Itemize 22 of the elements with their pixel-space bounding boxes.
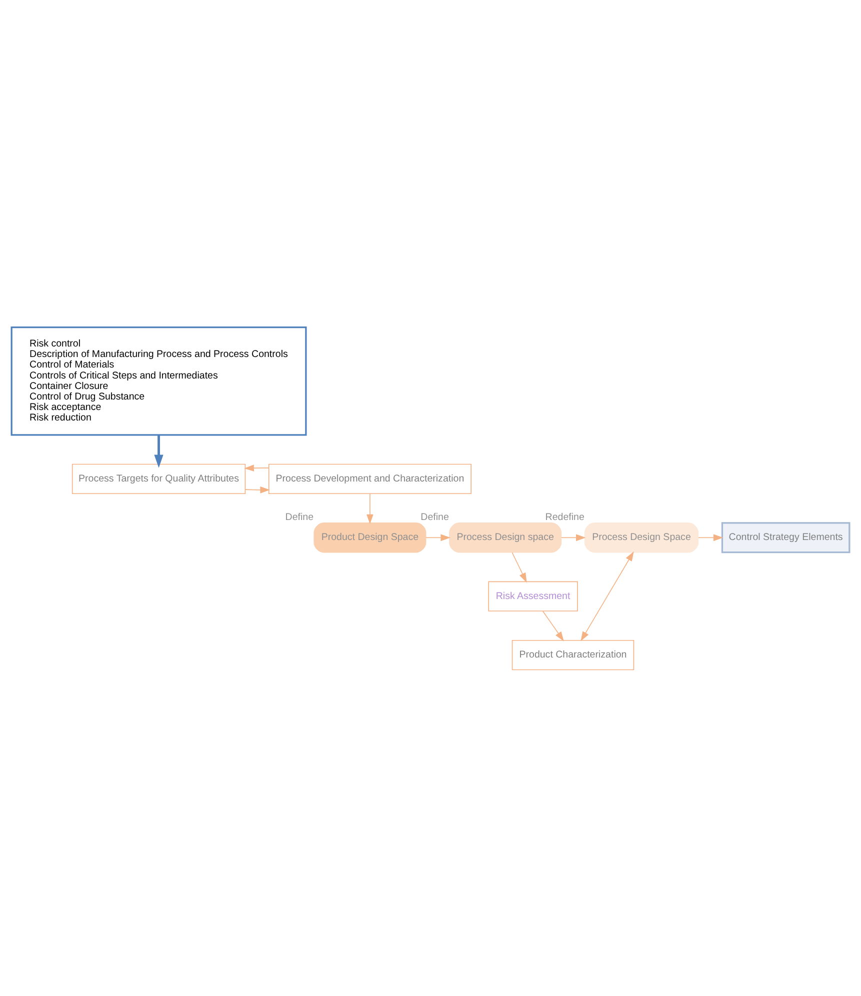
- arrow: [426, 534, 450, 541]
- arrow: [244, 464, 270, 471]
- node-box: Risk control Description of Manufacturing Process and Process Controls Control of Materials Controls of Critical Steps and Intermediates Container Closure Control of Drug Substance Risk acceptance Risk reduction: [10, 326, 307, 436]
- node-box: Product Design Space: [314, 522, 426, 552]
- node-box: Process Targets for Quality Attributes: [72, 463, 246, 494]
- arrow: [580, 550, 634, 641]
- arrow: [542, 610, 564, 641]
- node-box: Process Design Space: [584, 522, 699, 552]
- arrow: [561, 534, 586, 541]
- node-label: Redefine: [545, 512, 584, 523]
- node-box: Control Strategy Elements: [721, 522, 850, 553]
- arrow: [154, 434, 164, 468]
- node-label: Define: [420, 512, 449, 523]
- arrow: [698, 534, 724, 541]
- node-box: Process Design space: [449, 522, 562, 552]
- node-box: Risk Assessment: [488, 580, 578, 611]
- arrow: [244, 486, 270, 493]
- arrow: [512, 552, 527, 582]
- node-label: Define: [285, 512, 314, 523]
- node-box: Process Development and Characterization: [268, 463, 472, 494]
- arrow: [366, 492, 374, 524]
- node-box: Product Characterization: [512, 639, 634, 670]
